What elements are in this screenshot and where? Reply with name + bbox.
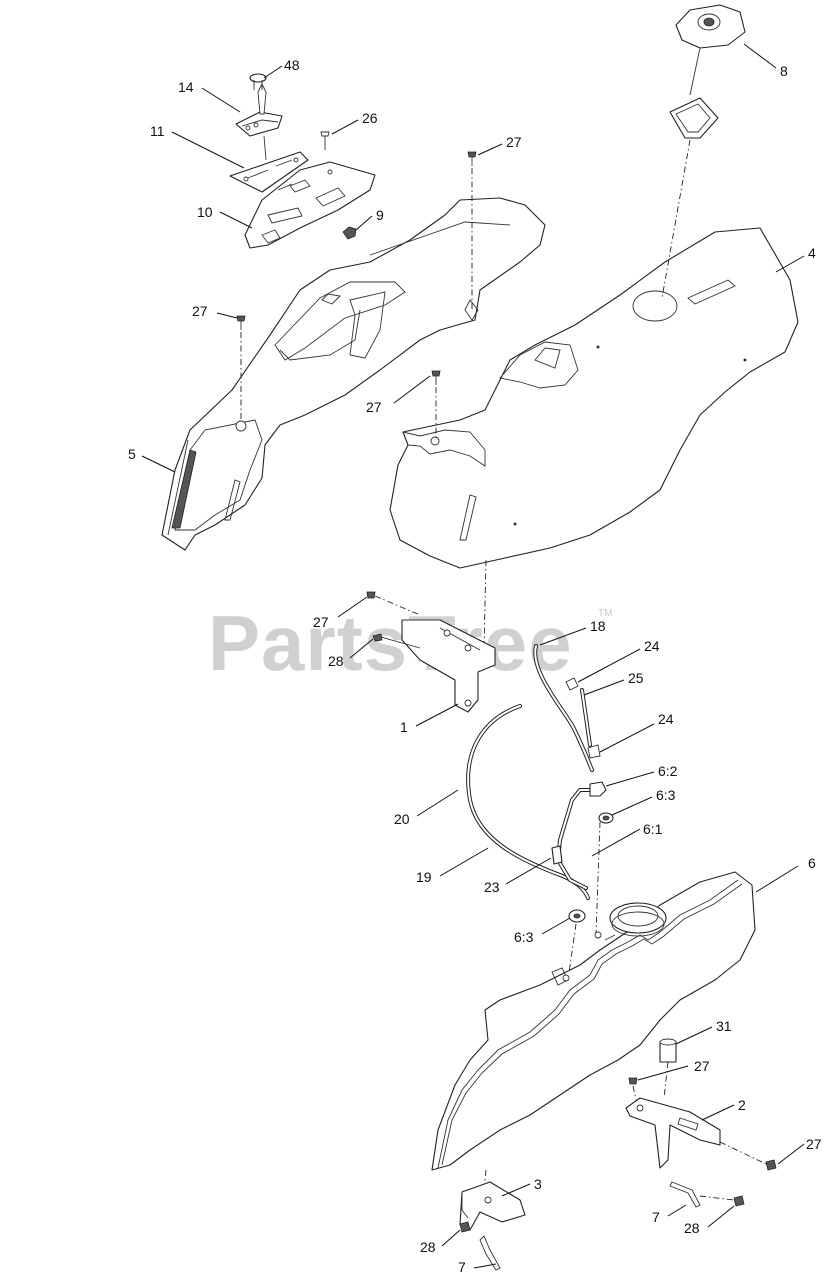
- part-6-3-grommet-a[interactable]: [598, 812, 614, 824]
- part-4-right-fender[interactable]: [389, 227, 799, 569]
- callout-11[interactable]: 11: [150, 123, 165, 139]
- part-14-switch[interactable]: [235, 82, 283, 161]
- part-31-bumper[interactable]: [659, 1038, 677, 1063]
- callout-10[interactable]: 10: [197, 204, 213, 220]
- watermark-text: PartsTree: [208, 599, 573, 687]
- callout-7-right[interactable]: 7: [652, 1209, 660, 1225]
- callout-27-left[interactable]: 27: [192, 303, 208, 319]
- assembly-line-g: [567, 923, 577, 981]
- callout-18[interactable]: 18: [590, 618, 606, 634]
- callout-28-bracket[interactable]: 28: [328, 653, 344, 669]
- part-27-screw-c[interactable]: [431, 370, 441, 385]
- callout-27-lower[interactable]: 27: [694, 1058, 710, 1074]
- callout-27-right[interactable]: 27: [806, 1136, 822, 1152]
- part-11-plate[interactable]: [229, 151, 309, 193]
- part-2-bracket[interactable]: [625, 1097, 721, 1169]
- callout-19[interactable]: 19: [416, 869, 432, 885]
- callout-24-lower[interactable]: 24: [658, 711, 674, 727]
- part-1-bracket[interactable]: [401, 619, 496, 713]
- part-7-clip-a[interactable]: [669, 1181, 701, 1208]
- callout-26[interactable]: 26: [362, 110, 378, 126]
- part-24-clamp-a[interactable]: [565, 677, 579, 691]
- assembly-line-h: [663, 1061, 669, 1099]
- callout-8[interactable]: 8: [780, 63, 788, 79]
- part-6-2-fitting[interactable]: [589, 781, 607, 797]
- watermark-tm: TM: [598, 608, 612, 619]
- callout-labels: 48 14 26 11 27 10 9 8 4 27 5 27 27 18 28…: [128, 57, 822, 1275]
- callout-28-right[interactable]: 28: [684, 1220, 700, 1236]
- callout-4[interactable]: 4: [808, 245, 816, 261]
- part-3-bracket[interactable]: [459, 1181, 526, 1231]
- part-6-3-grommet-b[interactable]: [568, 909, 586, 923]
- callout-28-bottom[interactable]: 28: [420, 1239, 436, 1255]
- callout-6[interactable]: 6: [808, 855, 816, 871]
- callout-6-3-lower[interactable]: 6:3: [514, 929, 534, 945]
- assembly-line-f: [595, 821, 601, 936]
- part-25-tube[interactable]: [580, 688, 592, 747]
- part-28-bolt-b[interactable]: [699, 1195, 745, 1207]
- part-18-vent-hose[interactable]: [533, 644, 594, 772]
- callout-20[interactable]: 20: [394, 811, 410, 827]
- callout-1[interactable]: 1: [400, 719, 408, 735]
- callout-25[interactable]: 25: [628, 670, 644, 686]
- part-6-fuel-tank[interactable]: [431, 871, 756, 1171]
- callout-27-top[interactable]: 27: [506, 134, 522, 150]
- part-27-screw-b[interactable]: [236, 315, 246, 330]
- callout-3[interactable]: 3: [534, 1176, 542, 1192]
- callout-14[interactable]: 14: [178, 79, 194, 95]
- callout-2[interactable]: 2: [738, 1097, 746, 1113]
- part-28-bolt-c[interactable]: [459, 1221, 471, 1233]
- part-27-screw-d[interactable]: [366, 591, 421, 616]
- callout-6-3-upper[interactable]: 6:3: [656, 787, 676, 803]
- callout-27-bracket[interactable]: 27: [313, 614, 329, 630]
- part-10-console-panel[interactable]: [244, 161, 376, 249]
- part-28-bolt-a[interactable]: [372, 633, 421, 649]
- part-27-screw-a[interactable]: [467, 151, 477, 166]
- callout-24-upper[interactable]: 24: [644, 638, 660, 654]
- part-5-left-fender[interactable]: [161, 197, 546, 551]
- partstree-watermark: PartsTree TM: [208, 599, 612, 687]
- callout-7-bottom[interactable]: 7: [458, 1259, 466, 1275]
- part-27-screw-e[interactable]: [628, 1077, 638, 1101]
- part-6-1-valve[interactable]: [555, 788, 596, 890]
- callout-27-center[interactable]: 27: [366, 399, 382, 415]
- part-7-clip-b[interactable]: [479, 1235, 501, 1271]
- part-48-knob[interactable]: [249, 73, 267, 90]
- callout-9[interactable]: 9: [376, 207, 384, 223]
- callout-23[interactable]: 23: [484, 879, 500, 895]
- part-24-clamp-b[interactable]: [587, 744, 601, 759]
- assembly-line-e: [483, 559, 487, 651]
- callout-6-1[interactable]: 6:1: [643, 821, 663, 837]
- callout-6-2[interactable]: 6:2: [658, 763, 678, 779]
- part-27-screw-f[interactable]: [719, 1141, 777, 1171]
- callout-31[interactable]: 31: [716, 1018, 732, 1034]
- callout-5[interactable]: 5: [128, 446, 136, 462]
- part-9-nut[interactable]: [342, 226, 357, 240]
- part-23-connector[interactable]: [551, 845, 563, 865]
- part-8-fuel-cap[interactable]: [669, 4, 746, 139]
- part-26-screw[interactable]: [320, 131, 330, 150]
- callout-48[interactable]: 48: [284, 57, 300, 73]
- leader-lines: [141, 43, 805, 1269]
